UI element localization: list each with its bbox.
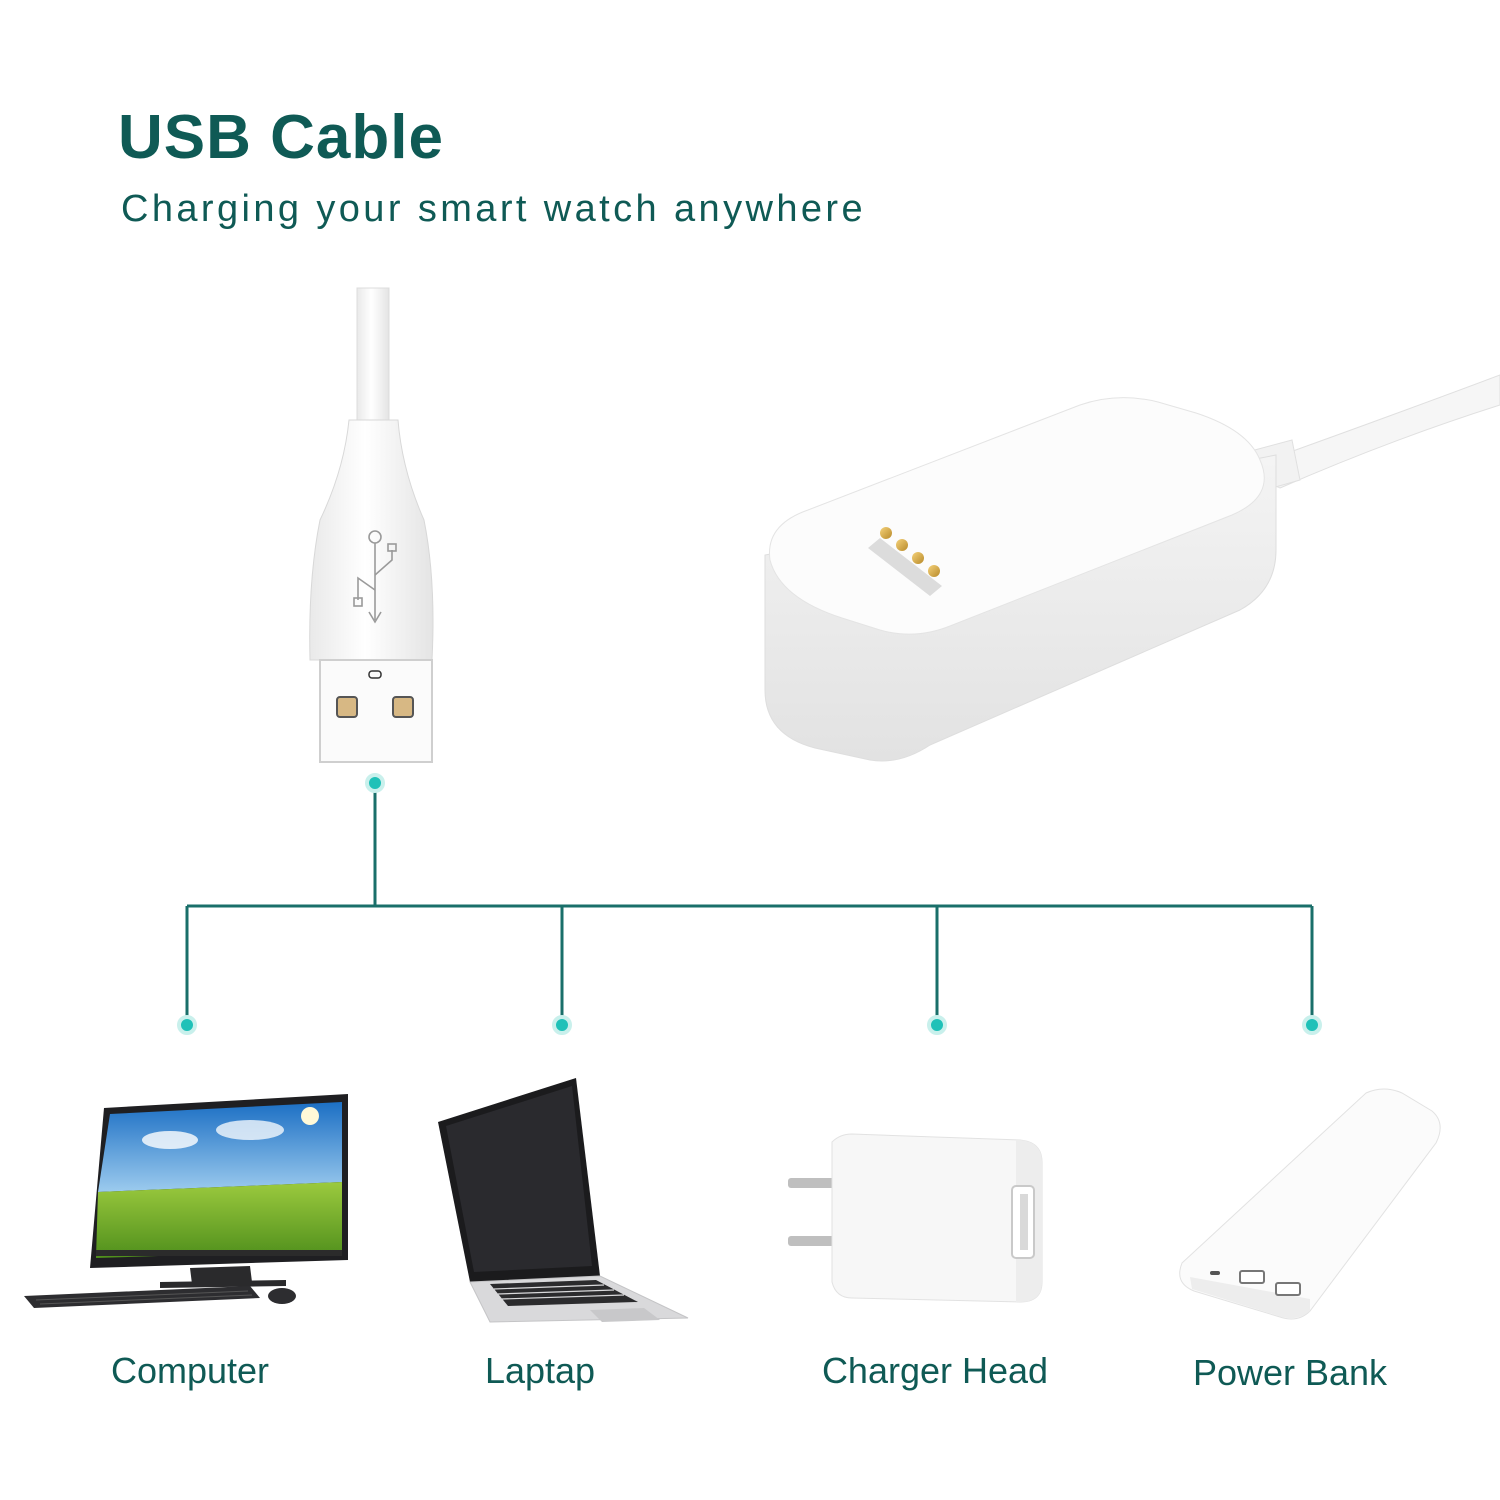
wall-charger-icon <box>788 1133 1043 1303</box>
connector-diagram <box>177 773 1322 1035</box>
charging-dock-icon <box>764 374 1500 762</box>
connector-node-power-bank <box>1302 1015 1322 1035</box>
connector-node-laptop <box>552 1015 572 1035</box>
usb-cable-product-image <box>309 287 1500 763</box>
power-bank-icon <box>1179 1088 1441 1320</box>
device-label-computer: Computer <box>110 1350 270 1391</box>
device-label-charger-head: Charger Head <box>821 1350 1049 1391</box>
page-subtitle: Charging your smart watch anywhere <box>121 188 866 230</box>
device-label-laptop: Laptap <box>484 1350 596 1391</box>
device-label-power-bank: Power Bank <box>1192 1352 1388 1393</box>
usb-plug-icon <box>309 287 434 763</box>
connector-node-computer <box>177 1015 197 1035</box>
computer-monitor-icon <box>24 1094 348 1308</box>
laptop-icon <box>438 1078 689 1323</box>
connector-node-charger <box>927 1015 947 1035</box>
page-title: USB Cable <box>118 103 444 172</box>
connector-node-usb <box>365 773 385 793</box>
